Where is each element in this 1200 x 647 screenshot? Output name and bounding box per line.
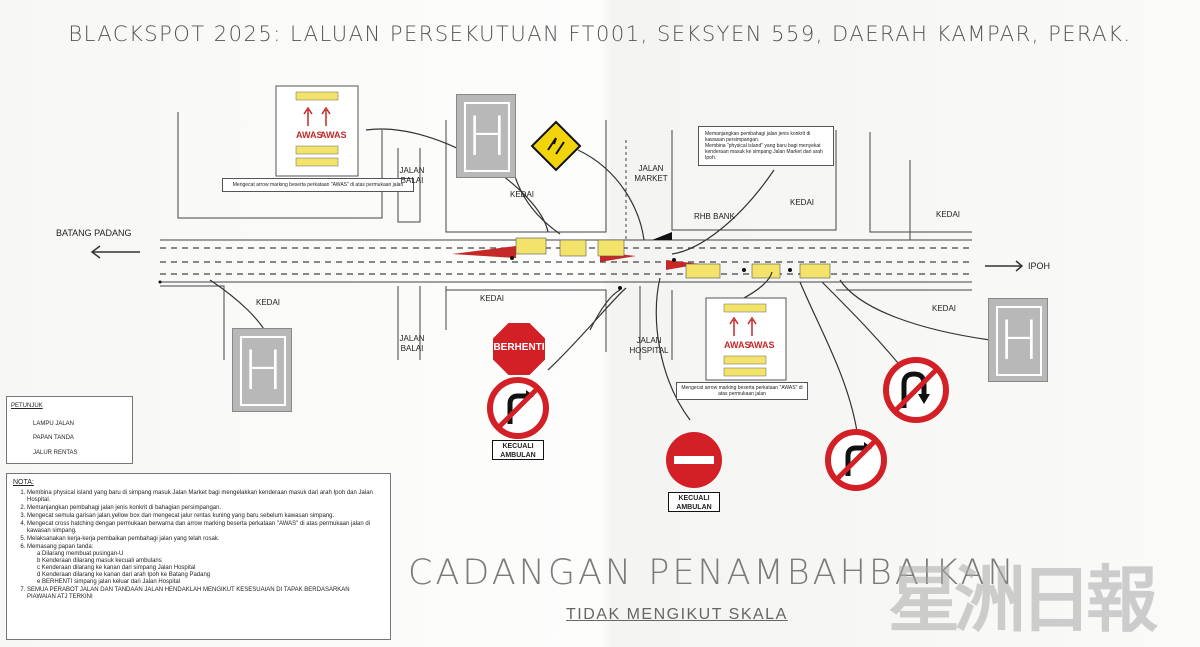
building-outline [671,130,837,231]
nota-item: Mengecat semula garisan jalan,yellow box… [27,513,379,520]
berhenti-octagon [491,321,547,377]
label-jalan-hospital: JALAN HOSPITAL [629,336,669,355]
awas-text-bottom-2: AWAS [748,340,775,350]
awas-text-top-2: AWAS [320,130,347,140]
leader-line [839,279,991,341]
berhenti-text: BERHENTI [493,342,545,353]
arrow-marking-caption-top: Mengecat arrow marking beserta perkataan… [222,178,414,192]
nota-sub-item: b Kenderaan dilarang masuk kecuali ambul… [37,558,162,564]
nota-item: Melaksanakan kerja-kerja pembaikan pemba… [27,536,379,543]
building-outline [177,112,383,219]
label-kedai: KEDAI [936,210,961,219]
papan-tanda-dot [788,268,792,272]
papan-tanda-dot [672,258,676,262]
leader-line [511,165,561,235]
leader-line [589,289,621,331]
papan-tanda-dot [158,280,162,284]
label-kedai: KEDAI [510,190,535,199]
nota-list: Membina physical island yang baru di sim… [11,490,383,602]
building-outline [909,160,972,241]
kecuali-ambulan-plate-2: KECUALI AMBULAN [668,492,720,512]
legend-item: PAPAN TANDA [33,435,74,441]
page-title: BLACKSPOT 2025: LALUAN PERSEKUTUAN FT001… [68,22,1132,46]
diamond-warning-sign [530,120,582,172]
yellow-crossing [597,239,625,257]
leader-line [655,277,691,421]
leader-line [739,271,773,301]
papan-tanda-dot [742,268,746,272]
nota-sub-item: c Kenderaan dilarang ke kanan dari simpa… [37,565,196,571]
papan-tanda-dot [618,286,622,290]
nota-title: NOTA: [13,479,34,486]
label-kedai: KEDAI [480,294,505,303]
h-sign-right: H [988,298,1048,382]
nota-sub-item: a Dilarang membuat pusingan-U [37,551,124,557]
nota-sub-item: d Kenderaan dilarang ke kanan dari arah … [37,572,211,578]
nota-item: Memanjangkan pembahagi jalan jenis konkr… [27,505,379,512]
papan-tanda-dot [510,256,514,260]
legend-item: LAMPU JALAN [33,421,75,427]
label-kedai: KEDAI [256,298,281,307]
leader-line [671,169,775,255]
kecuali-ambulan-plate-1: KECUALI AMBULAN [492,440,544,460]
label-jalan-balai-top: JALAN BALAI [399,166,425,185]
legend-box: PETUNJUK LAMPU JALAN PAPAN TANDA JALUR R… [6,396,133,464]
nota-item: Membina physical island yang baru di sim… [27,490,379,504]
nota-item: SEMUA PERABOT JALAN DAN TANDAAN JALAN HE… [27,587,379,601]
label-kedai: KEDAI [932,304,957,313]
yellow-crossing [515,237,547,255]
building-outline [869,132,972,233]
leader-line [547,287,627,371]
no-entry-sign [666,432,722,488]
nota-item: Mengecat cross hatching dengan permukaan… [27,521,379,535]
scale-note: TIDAK MENGIKUT SKALA [566,606,788,623]
building-outline [160,285,225,360]
label-kedai: KEDAI [790,198,815,207]
yellow-crossing [751,263,781,279]
label-rhb-bank: RHB BANK [694,212,735,221]
label-ipoh: IPOH [1028,261,1051,271]
label-jalan-balai-bottom: JALAN BALAI [399,334,425,353]
label-jalan-market: JALAN MARKET [634,164,668,183]
arrow-marking-caption-bottom: Mengecat arrow marking beserta perkataan… [676,382,808,400]
cadangan-heading: CADANGAN PENAMBAHBAIKAN [408,553,1017,593]
no-right-turn-sign-2 [825,429,887,491]
leader-line [577,149,645,241]
yellow-crossing [685,263,721,279]
newspaper-watermark: 星洲日報 [888,558,1158,642]
physical-island [652,232,672,240]
building-outline [446,289,607,352]
leader-line [799,281,859,439]
cross-hatching-east [666,260,700,270]
h-sign-bottom-left: H [232,328,292,412]
legend-item: JALUR RENTAS [33,450,78,456]
no-right-turn-sign-1 [487,377,549,439]
no-u-turn-sign [883,357,949,423]
yellow-crossing [559,239,587,257]
nota-box: NOTA: Membina physical island yang baru … [6,473,391,640]
nota-sub-item: e BERHENTI simpang jalan keluar dari Jal… [37,579,181,585]
awas-text-top: AWAS [296,130,323,140]
legend-title: PETUNJUK [11,403,43,409]
nota-item: Memasang papan tanda: a Dilarang membuat… [27,544,379,586]
awas-text-bottom: AWAS [724,340,751,350]
label-batang-padang: BATANG PADANG [56,228,132,238]
junction-notes-box: Memanjangkan pembahagi jalan jenis konkr… [698,126,834,166]
building-outline [445,120,607,233]
h-sign-top-left: H [456,94,516,178]
cross-hatching-west [452,246,516,258]
yellow-crossing [799,263,831,279]
awas-marking-panel-bottom [705,297,787,381]
awas-marking-panel-top [275,85,359,177]
